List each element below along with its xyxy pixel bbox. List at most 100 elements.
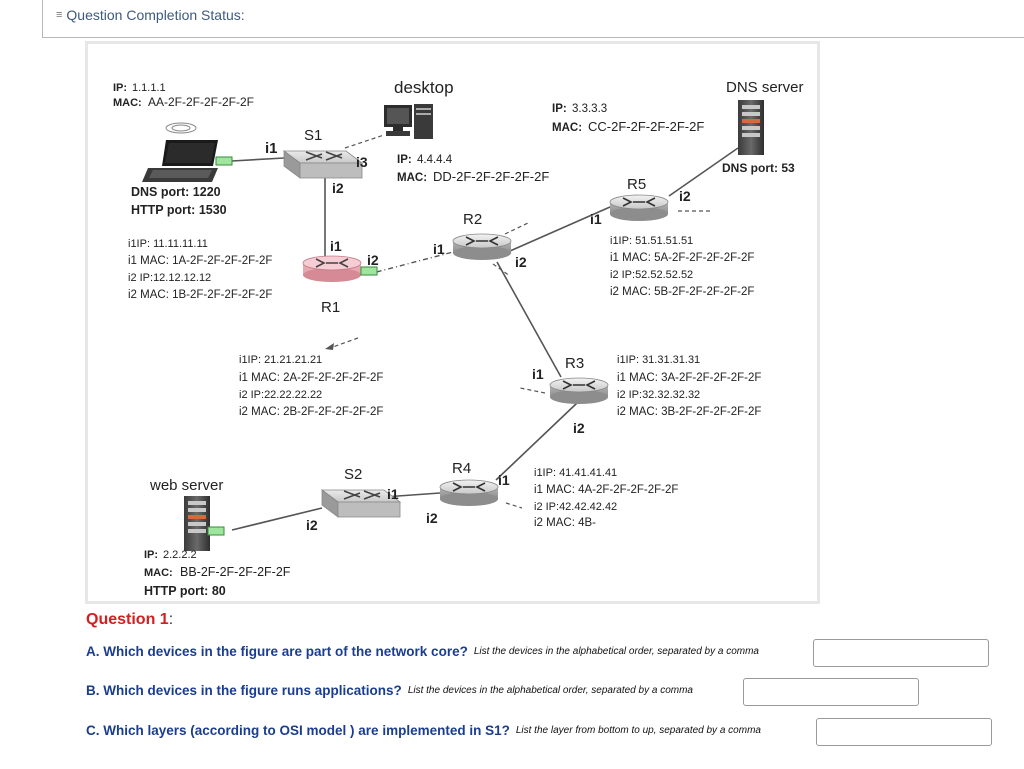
r2-info-3: i2 IP:22.22.22.22 (239, 389, 322, 401)
r2-name: R2 (463, 211, 482, 228)
dns-port: DNS port: 53 (722, 161, 795, 175)
desktop-ip-value: 4.4.4.4 (417, 154, 453, 166)
link-host-s1 (231, 157, 285, 162)
switch-s1-icon[interactable] (282, 150, 364, 179)
router-r3-icon[interactable] (549, 377, 609, 404)
router-r4-icon[interactable] (439, 479, 499, 506)
link-r1-r2 (364, 251, 454, 276)
link-s1-desktop (344, 134, 385, 149)
completion-status-label: Question Completion Status: (66, 7, 245, 23)
host-http-port: HTTP port: 1530 (131, 203, 227, 217)
host-mac-value: AA-2F-2F-2F-2F-2F (148, 95, 254, 109)
router-r5-icon[interactable] (609, 194, 669, 221)
link-r2-r5 (509, 206, 611, 252)
question-b-text: B. Which devices in the figure runs appl… (86, 683, 402, 698)
r3-info-2: i1 MAC: 3A-2F-2F-2F-2F-2F (617, 372, 761, 384)
link-r4-s2 (383, 492, 441, 498)
r5-info-2: i1 MAC: 5A-2F-2F-2F-2F-2F (610, 252, 754, 264)
link-r3-left (519, 387, 546, 394)
question-c-hint: List the layer from bottom to up, separa… (515, 725, 761, 736)
router-r2-icon[interactable] (452, 233, 512, 260)
r3-name: R3 (565, 355, 584, 372)
r1-info-4: i2 MAC: 1B-2F-2F-2F-2F-2F (128, 289, 272, 301)
question-a-text: A. Which devices in the figure are part … (86, 644, 468, 659)
switch-s2-icon[interactable] (320, 489, 402, 518)
dns-name: DNS server (726, 79, 804, 96)
answer-b-input[interactable] (743, 678, 919, 706)
r1-i1: i1 (330, 238, 342, 254)
r4-i2: i2 (426, 510, 438, 526)
r5-i2: i2 (679, 188, 691, 204)
r2-i2: i2 (515, 254, 527, 270)
web-ip-value: 2.2.2.2 (163, 549, 197, 561)
r3-i1: i1 (532, 366, 544, 382)
r4-i1: i1 (498, 472, 510, 488)
completion-status-toggle[interactable]: ≡ Question Completion Status: (56, 7, 245, 23)
link-r5-dns (668, 147, 739, 197)
question-b-hint: List the devices in the alphabetical ord… (407, 685, 693, 696)
question-c: C. Which layers (according to OSI model … (86, 723, 761, 738)
web-mac-label: MAC: (144, 567, 173, 579)
question-title: Question 1: (86, 611, 173, 629)
network-links (231, 134, 739, 531)
web-ip-label: IP: (144, 549, 158, 561)
host-laptop-icon (142, 122, 233, 182)
question-c-text: C. Which layers (according to OSI model … (86, 723, 510, 738)
host-dns-port: DNS port: 1220 (131, 185, 221, 199)
desktop-icon (384, 104, 433, 139)
s2-i2: i2 (306, 517, 318, 533)
web-name: web server (149, 477, 223, 494)
r4-name: R4 (452, 460, 471, 477)
question-title-text: Question 1 (86, 611, 169, 628)
dns-mac-value: CC-2F-2F-2F-2F-2F (588, 119, 704, 134)
chevron-down-icon: ≡ (56, 9, 63, 21)
r5-info-1: i1IP: 51.51.51.51 (610, 235, 693, 247)
r2-info-1: i1IP: 21.21.21.21 (239, 354, 322, 366)
r5-i1: i1 (590, 211, 602, 227)
link-r4-right (505, 502, 523, 509)
link-r3-r4 (495, 402, 578, 481)
desktop-mac-value: DD-2F-2F-2F-2F-2F (433, 169, 549, 184)
s2-name: S2 (344, 466, 362, 483)
web-mac-value: BB-2F-2F-2F-2F-2F (180, 565, 291, 579)
r2-i1: i1 (433, 241, 445, 257)
arrow-head-icon (325, 343, 334, 350)
dns-ip-label: IP: (552, 103, 567, 115)
answer-c-input[interactable] (816, 718, 992, 746)
r2-info-2: i1 MAC: 2A-2F-2F-2F-2F-2F (239, 372, 383, 384)
dns-ip-value: 3.3.3.3 (572, 103, 607, 115)
question-a-hint: List the devices in the alphabetical ord… (473, 646, 759, 657)
link-r2-r3 (496, 261, 562, 378)
r4-info-3: i2 IP:42.42.42.42 (534, 501, 617, 513)
web-server-icon (184, 496, 225, 551)
link-r2-down (492, 263, 511, 277)
r4-info-1: i1IP: 41.41.41.41 (534, 467, 617, 479)
host-ip-label: IP: (113, 82, 127, 94)
r5-info-4: i2 MAC: 5B-2F-2F-2F-2F-2F (610, 286, 754, 298)
s2-i1: i1 (387, 486, 399, 502)
r1-info-2: i1 MAC: 1A-2F-2F-2F-2F-2F (128, 255, 272, 267)
r4-info-2: i1 MAC: 4A-2F-2F-2F-2F-2F (534, 484, 678, 496)
status-bar: ≡ Question Completion Status: (0, 0, 1024, 38)
r3-info-4: i2 MAC: 3B-2F-2F-2F-2F-2F (617, 406, 761, 418)
desktop-name: desktop (394, 78, 454, 97)
r5-info-3: i2 IP:52.52.52.52 (610, 269, 693, 281)
s1-i3: i3 (356, 154, 368, 170)
r1-info-1: i1IP: 11.11.11.11 (128, 238, 208, 250)
r1-i2: i2 (367, 252, 379, 268)
web-http-port: HTTP port: 80 (144, 584, 226, 598)
host-mac-label: MAC: (113, 97, 142, 109)
answer-a-input[interactable] (813, 639, 989, 667)
s1-name: S1 (304, 127, 322, 144)
dns-server-icon (738, 100, 764, 155)
r1-info-3: i2 IP:12.12.12.12 (128, 272, 211, 284)
host-ip-value: 1.1.1.1 (132, 82, 166, 94)
desktop-ip-label: IP: (397, 154, 412, 166)
r3-info-1: i1IP: 31.31.31.31 (617, 354, 700, 366)
router-r1-icon[interactable] (302, 255, 378, 282)
dns-mac-label: MAC: (552, 122, 582, 134)
r2-info-4: i2 MAC: 2B-2F-2F-2F-2F-2F (239, 406, 383, 418)
r5-name: R5 (627, 176, 646, 193)
question-a: A. Which devices in the figure are part … (86, 644, 759, 659)
link-r1-r2-tail (329, 337, 359, 349)
